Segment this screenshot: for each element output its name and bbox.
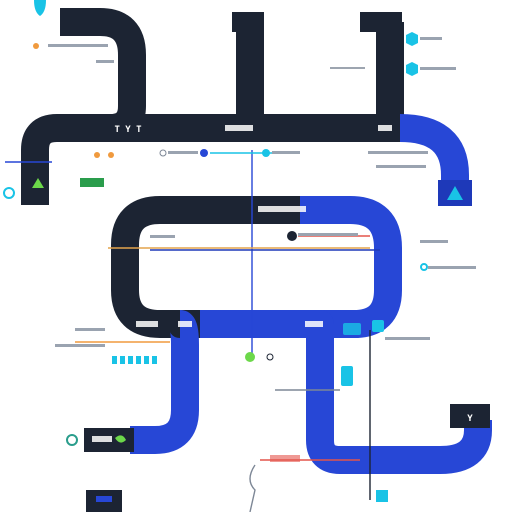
cyan-block [341, 366, 353, 386]
cyan-block-row [112, 356, 157, 364]
badge-icon-2 [406, 62, 418, 76]
annotation-13 [75, 328, 105, 331]
cyan-square [372, 320, 384, 332]
node-dot-green [245, 352, 255, 362]
glyph-lower-right [305, 321, 323, 327]
red-badge [270, 455, 300, 462]
pillar-cap-middle [232, 12, 264, 32]
annotation-5 [168, 151, 198, 154]
node-dot-icon [200, 149, 208, 157]
annotation-1 [48, 44, 108, 47]
junction-left-label: T Y T [114, 125, 142, 135]
warning-triangle-icon [447, 186, 463, 200]
annotation-7 [368, 151, 428, 154]
annotation-4 [420, 67, 456, 70]
node-ring-cyan [420, 263, 428, 271]
annotation-14 [55, 344, 105, 347]
annotation-marks [48, 37, 476, 347]
annotation-12 [428, 266, 476, 269]
connector-gray-curve [249, 464, 256, 512]
orange-dot-top [33, 43, 39, 49]
orange-dot-mid2 [108, 152, 114, 158]
annotation-11 [420, 240, 448, 243]
glyph-lower-box [92, 436, 112, 442]
pin-icon [34, 0, 46, 16]
annotation-9 [150, 235, 175, 238]
blue-track-upper-right [399, 114, 469, 200]
glyph-junction-mid [225, 125, 253, 131]
track-glyphs [92, 125, 392, 442]
orange-dot-mid [94, 152, 100, 158]
circle-marker-icon [3, 187, 15, 199]
annotation-8 [376, 165, 426, 168]
node-dot-cyan [262, 149, 270, 157]
marker-group [3, 0, 463, 502]
bottom-left-box-inner [96, 496, 112, 502]
node-ring [159, 149, 167, 157]
pillar-cap-right [360, 12, 402, 32]
blue-track-middle-right [300, 196, 402, 338]
circle-marker-lower [66, 434, 78, 446]
y-box-label: Y [467, 414, 473, 424]
leaf-icon [115, 435, 126, 443]
cyan-block-2 [343, 323, 361, 335]
glyph-lower-left-2 [178, 321, 192, 327]
blue-track-lower-center [200, 310, 492, 474]
annotation-10 [298, 233, 358, 236]
annotation-15 [385, 337, 430, 340]
annotation-2 [96, 60, 114, 63]
annotation-3 [420, 37, 442, 40]
annotation-6 [272, 151, 300, 154]
green-badge [80, 178, 104, 187]
dark-track-left-arch [21, 8, 146, 205]
dark-track-middle-loop [111, 196, 330, 338]
node-ring-dark [266, 353, 274, 361]
bottom-track-icon [376, 490, 388, 502]
blue-track-group [130, 114, 492, 474]
badge-icon [406, 32, 418, 46]
y-box [450, 404, 490, 428]
glyph-junction-right [378, 125, 392, 131]
glyph-middle-top [258, 206, 306, 212]
glyph-lower-left [136, 321, 158, 327]
triangle-green-icon [32, 178, 44, 188]
node-dot-dark [287, 231, 297, 241]
